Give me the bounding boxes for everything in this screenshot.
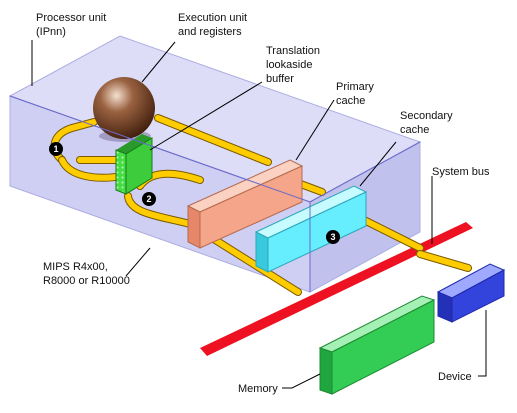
system-bus-bar [200, 222, 473, 356]
svg-text:Secondary: Secondary [400, 110, 453, 122]
arrow-bus-to-device [416, 250, 472, 272]
leader-secondary-cache [359, 141, 397, 187]
device-block [436, 263, 506, 323]
svg-text:Primary: Primary [336, 81, 374, 93]
arrow-bus-to-secondary [352, 212, 424, 252]
svg-text:lookaside: lookaside [266, 59, 312, 71]
leader-primary-cache [295, 99, 335, 161]
leader-mips [125, 247, 151, 277]
svg-text:2: 2 [146, 194, 151, 204]
leader-memory [282, 373, 321, 389]
arrow-tlb-to-execution [50, 118, 98, 164]
label-tlb: Translation lookaside buffer [266, 45, 320, 85]
step-marker-2: 2 [142, 192, 156, 206]
label-device: Device [438, 371, 472, 383]
leader-tlb [149, 81, 263, 151]
processor-unit-box [8, 35, 422, 293]
secondary-cache-block [254, 185, 368, 273]
leader-device [478, 310, 487, 377]
svg-text:Processor unit: Processor unit [36, 12, 106, 24]
svg-text:3: 3 [330, 232, 335, 242]
primary-cache-block [186, 159, 304, 249]
svg-text:1: 1 [53, 144, 58, 154]
svg-text:(IPnn): (IPnn) [36, 26, 66, 38]
svg-text:MIPS R4x00,: MIPS R4x00, [43, 261, 108, 273]
arrow-primary-to-execution [154, 114, 272, 166]
label-memory: Memory [238, 383, 278, 395]
svg-text:R8000 or R10000: R8000 or R10000 [43, 275, 130, 287]
label-system-bus: System bus [432, 166, 490, 178]
svg-text:Device: Device [438, 371, 472, 383]
svg-text:buffer: buffer [266, 73, 294, 85]
svg-text:and registers: and registers [178, 26, 242, 38]
svg-text:Memory: Memory [238, 383, 278, 395]
svg-text:Translation: Translation [266, 45, 320, 57]
svg-text:cache: cache [400, 124, 429, 136]
label-primary-cache: Primary cache [336, 81, 374, 107]
label-mips: MIPS R4x00, R8000 or R10000 [43, 261, 130, 287]
processor-unit-outline [9, 95, 421, 292]
svg-text:System bus: System bus [432, 166, 490, 178]
memory-block [318, 295, 436, 395]
label-secondary-cache: Secondary cache [400, 110, 453, 136]
leader-lines [31, 40, 487, 389]
step-marker-1: 1 [49, 142, 63, 156]
leader-execution-unit [141, 41, 176, 83]
svg-text:Execution unit: Execution unit [178, 12, 247, 24]
label-processor-unit: Processor unit (IPnn) [36, 12, 106, 38]
tlb-block [115, 134, 153, 195]
step-marker-3: 3 [326, 230, 340, 244]
data-path-arrows [50, 114, 472, 296]
label-execution-unit: Execution unit and registers [178, 12, 247, 38]
svg-text:cache: cache [336, 95, 365, 107]
